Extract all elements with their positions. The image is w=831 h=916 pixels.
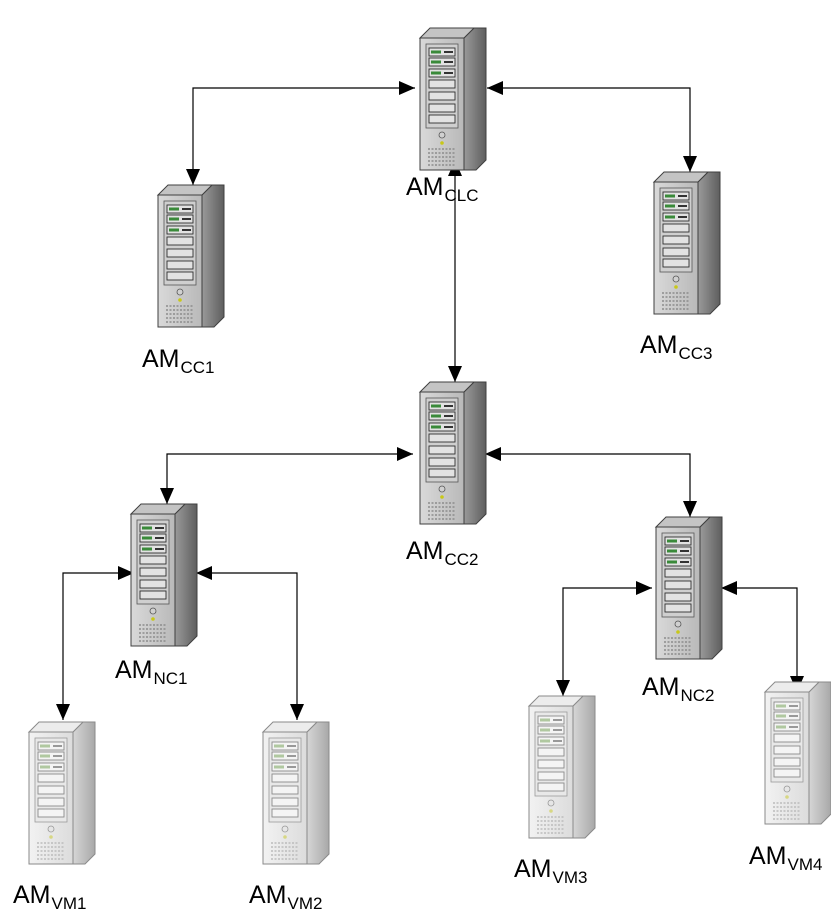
label-subscript: CC1 [180,358,215,377]
label-subscript: VM2 [287,894,323,913]
server-icon [652,171,721,315]
connector-line [166,453,413,504]
arrowhead-start [196,566,212,580]
edge-cc2-nc1 [160,447,413,504]
connector-line [62,572,134,720]
label-subscript: CC3 [678,344,713,363]
arrowhead-end [160,488,174,504]
server-icon [156,184,225,328]
server-icon [27,721,96,865]
label-base: AM [115,656,153,684]
arrowhead-end [290,704,304,720]
server-icon [527,695,596,839]
label-base: AM [642,673,680,701]
edge-nc2-vm3 [556,581,652,696]
connector-line [192,87,415,185]
edge-nc2-vm4 [721,581,804,692]
label-subscript: VM3 [552,868,588,887]
arrowhead-start [397,447,413,461]
label-subscript: NC1 [153,669,188,688]
server-icon [261,721,330,865]
arrowhead-start [636,581,652,595]
label-subscript: NC2 [680,686,715,705]
server-icon [654,516,723,660]
server-icon [763,681,831,825]
node-label-vm2: AMVM2 [249,881,322,913]
label-subscript: CLC [444,186,479,205]
connector-line [196,572,298,720]
server-icon [129,503,198,647]
edge-cc2-nc2 [485,447,697,517]
connector-line [485,453,691,517]
connector-line [487,87,691,172]
label-base: AM [142,345,180,373]
label-base: AM [406,173,444,201]
edge-nc1-vm2 [196,566,304,720]
arrowhead-end [556,680,570,696]
arrowhead-start [487,81,503,95]
server-icon [418,381,487,525]
node-label-cc1: AMCC1 [142,345,215,377]
node-label-vm3: AMVM3 [514,855,587,887]
node-label-cc3: AMCC3 [640,331,713,363]
label-base: AM [640,331,678,359]
arrowhead-end [448,366,462,382]
label-base: AM [249,881,287,909]
node-label-nc1: AMNC1 [115,656,188,688]
arrowhead-end [186,169,200,185]
arrowhead-start [485,447,501,461]
node-label-vm4: AMVM4 [749,842,822,874]
arrowhead-start [399,81,415,95]
label-subscript: VM1 [51,894,87,913]
edge-nc1-vm1 [56,566,134,720]
label-subscript: CC2 [444,550,479,569]
label-subscript: VM4 [787,855,823,874]
arrowhead-start [721,581,737,595]
server-icon [418,27,487,171]
arrowhead-end [56,704,70,720]
label-base: AM [514,855,552,883]
arrowhead-end [683,156,697,172]
arrowhead-end [683,501,697,517]
arrowhead-start [118,566,134,580]
edge-clc-cc1 [186,81,415,185]
node-label-clc: AMCLC [406,173,479,205]
edge-clc-cc3 [487,81,697,172]
connector-line [721,587,798,692]
node-label-vm1: AMVM1 [13,881,86,913]
node-label-nc2: AMNC2 [642,673,715,705]
node-label-cc2: AMCC2 [406,537,479,569]
label-base: AM [13,881,51,909]
connector-line [562,587,652,696]
label-base: AM [749,842,787,870]
label-base: AM [406,537,444,565]
